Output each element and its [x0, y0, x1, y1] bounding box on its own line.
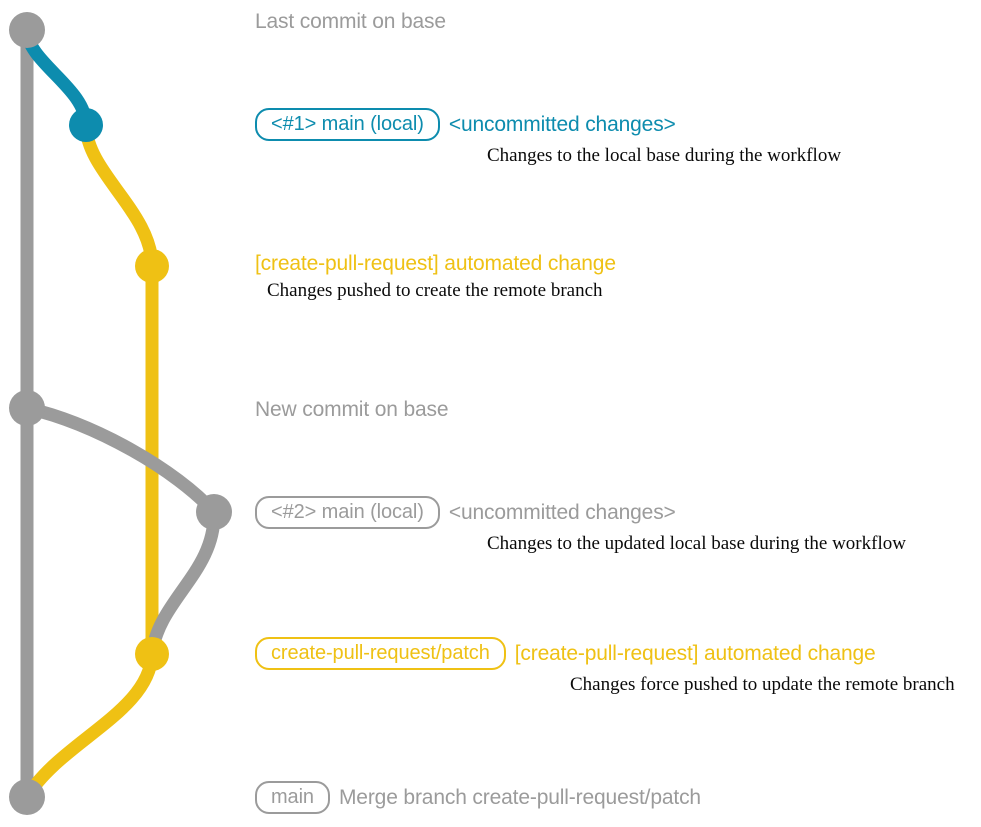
commit-nodes [9, 12, 232, 815]
commit-node-remote-1 [135, 249, 169, 283]
annotation-commit-merge: main Merge branch create-pull-request/pa… [255, 781, 701, 815]
annotation-commit-local-2: <#2> main (local) <uncommitted changes> … [255, 496, 906, 556]
commit-node-remote-patch [135, 637, 169, 671]
annotation-new-commit-on-base: New commit on base [255, 398, 449, 422]
branch-tag-create-pull-request-patch[interactable]: create-pull-request/patch [255, 637, 506, 671]
edge-local2-to-remotepatch [145, 505, 221, 661]
commit-description-remote-1: Changes pushed to create the remote bran… [267, 280, 603, 302]
annotation-commit-remote-1: [create-pull-request] automated change C… [255, 252, 616, 303]
commit-node-local-2 [196, 494, 232, 530]
commit-node-base-top [9, 12, 45, 48]
branch-tag-local-2[interactable]: <#2> main (local) [255, 496, 440, 530]
edge-basenew-to-local2 [20, 401, 221, 519]
annotation-last-commit-on-base: Last commit on base [255, 10, 446, 34]
branch-tag-local-1[interactable]: <#1> main (local) [255, 108, 440, 142]
commit-subject-local-2: <uncommitted changes> [448, 500, 676, 524]
commit-description-local-2: Changes to the updated local base during… [487, 533, 906, 555]
edge-remotepatch-to-merge [20, 647, 159, 804]
commit-node-base-merge [9, 779, 45, 815]
commit-node-local-1 [69, 108, 103, 142]
heading-label: New commit on base [255, 398, 449, 421]
commit-subject-merge: Merge branch create-pull-request/patch [338, 785, 701, 809]
heading-label: Last commit on base [255, 10, 446, 33]
commit-description-local-1: Changes to the local base during the wor… [487, 145, 842, 167]
annotation-commit-remote-patch: create-pull-request/patch [create-pull-r… [255, 637, 955, 697]
branch-tag-main[interactable]: main [255, 781, 330, 815]
commit-subject-local-1: <uncommitted changes> [448, 112, 676, 136]
commit-subject-remote-1: [create-pull-request] automated change [255, 252, 616, 275]
commit-node-base-new [9, 390, 45, 426]
edge-local1-to-remote1 [79, 118, 159, 273]
annotation-commit-local-1: <#1> main (local) <uncommitted changes> … [255, 108, 841, 168]
commit-description-remote-patch: Changes force pushed to update the remot… [570, 674, 955, 696]
commit-subject-remote-patch: [create-pull-request] automated change [514, 641, 876, 665]
